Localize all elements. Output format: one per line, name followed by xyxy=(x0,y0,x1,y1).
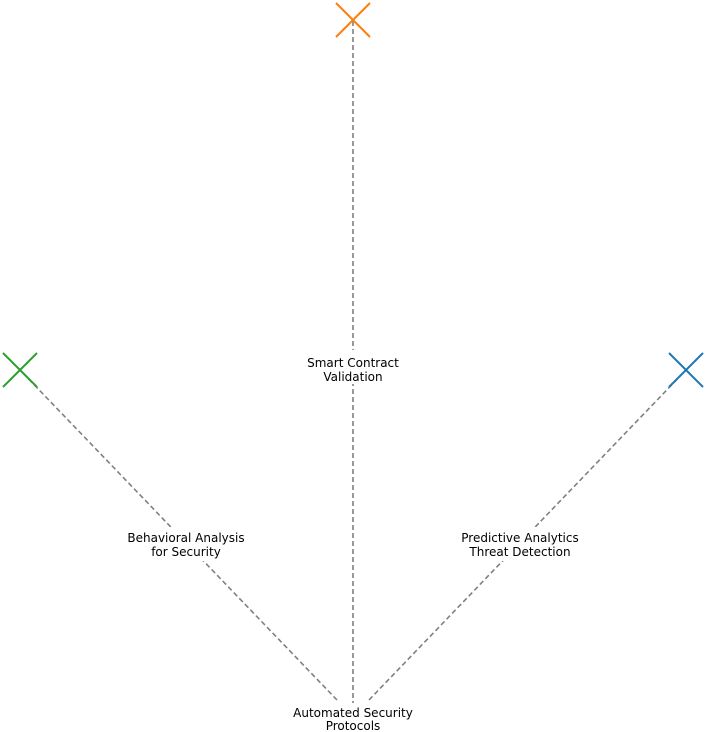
node-label-line: Validation xyxy=(323,370,382,384)
node-predictive-analytics: Predictive Analytics Threat Detection xyxy=(455,527,585,561)
node-label-line: Threat Detection xyxy=(468,545,570,559)
validation-x-marker-icon xyxy=(335,2,371,38)
node-automated-security-protocols: Automated Security Protocols xyxy=(290,703,416,732)
node-label-line: Predictive Analytics xyxy=(461,531,578,545)
node-label-line: Protocols xyxy=(326,719,381,732)
node-label-line: Automated Security xyxy=(293,706,413,720)
node-label-line: Behavioral Analysis xyxy=(127,531,244,545)
node-label-line: Smart Contract xyxy=(307,356,399,370)
node-label-line: for Security xyxy=(151,545,221,559)
behavioral-x-marker-icon xyxy=(2,352,38,388)
node-smart-contract-validation: Smart Contract Validation xyxy=(303,350,403,384)
predictive-x-marker-icon xyxy=(668,352,704,388)
node-behavioral-analysis: Behavioral Analysis for Security xyxy=(124,527,248,561)
